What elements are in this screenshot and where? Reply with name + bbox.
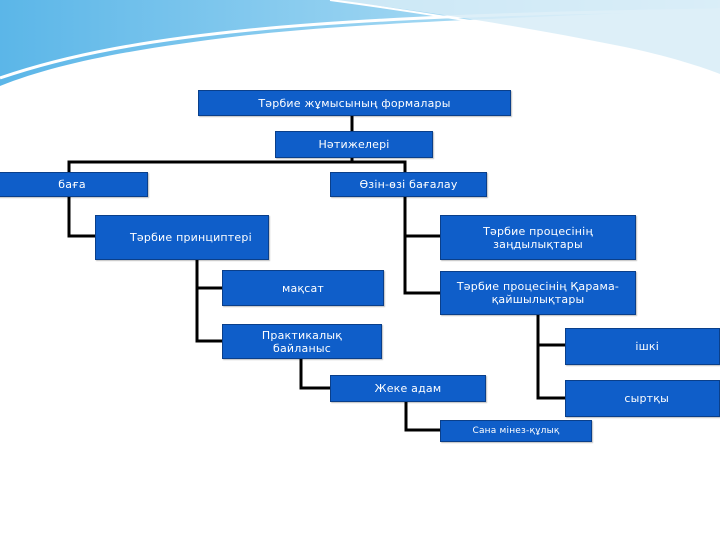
connector-contradictions-internal	[536, 315, 565, 347]
node-practical-link: Практикалық байланыс	[222, 324, 382, 359]
connector-self-regularities	[403, 197, 440, 238]
node-self-assessment: Өзін-өзі бағалау	[330, 172, 487, 197]
node-forms: Тәрбие жұмысының формалары	[198, 90, 511, 116]
connector-baga-principles	[67, 197, 95, 238]
connector-practical-individual	[299, 359, 330, 390]
connector-contradictions-external	[536, 345, 565, 400]
node-results: Нәтижелері	[275, 131, 433, 158]
connector-principles-goal	[195, 260, 222, 290]
node-contradictions: Тәрбие процесінің Қарама-қайшылықтары	[440, 271, 636, 315]
connector-principles-practical	[195, 288, 222, 343]
node-individual: Жеке адам	[330, 375, 486, 402]
node-regularities: Тәрбие процесінің заңдылықтары	[440, 215, 636, 260]
node-external: сыртқы	[565, 380, 720, 417]
connector-results-branches	[67, 160, 407, 172]
node-baga: баға	[0, 172, 148, 197]
connector-self-contradictions	[403, 236, 440, 295]
node-internal: ішкі	[565, 328, 720, 365]
node-principles: Тәрбие принциптері	[95, 215, 269, 260]
node-consciousness: Сана мінез-құлық	[440, 420, 592, 442]
connector-individual-consciousness	[404, 402, 440, 432]
node-goal: мақсат	[222, 270, 384, 306]
